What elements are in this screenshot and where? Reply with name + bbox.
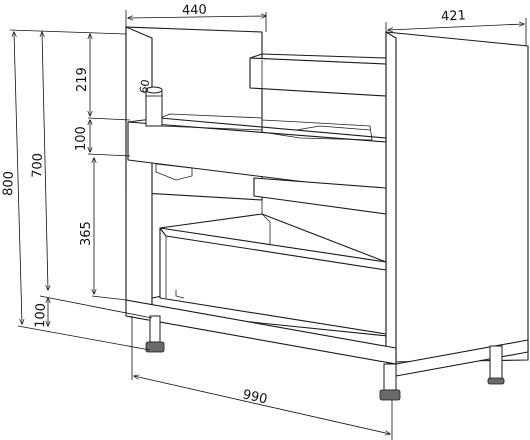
dimension-labels: 440 421 800 700 219 100 365 100 990 60 [1,3,466,408]
lower-drawer [159,213,387,335]
dim-pipe-diameter: 60 [137,78,152,94]
dim-side-depth: 421 [441,8,467,24]
dim-top-width: 440 [182,3,207,19]
dim-bottom-width: 990 [241,387,269,407]
drain-pipe [145,86,193,181]
dim-plinth-height: 100 [33,303,49,328]
dim-upper-drawer: 219 [75,67,90,92]
dim-rail-height: 100 [74,126,89,151]
dim-lower-drawer: 365 [79,221,94,246]
upper-drawer [249,53,387,97]
right-side-panel [385,31,529,363]
left-side-panel [125,26,153,313]
dim-body-height: 700 [30,153,46,178]
dimension-lines [9,10,527,440]
dim-total-height: 800 [1,171,17,196]
